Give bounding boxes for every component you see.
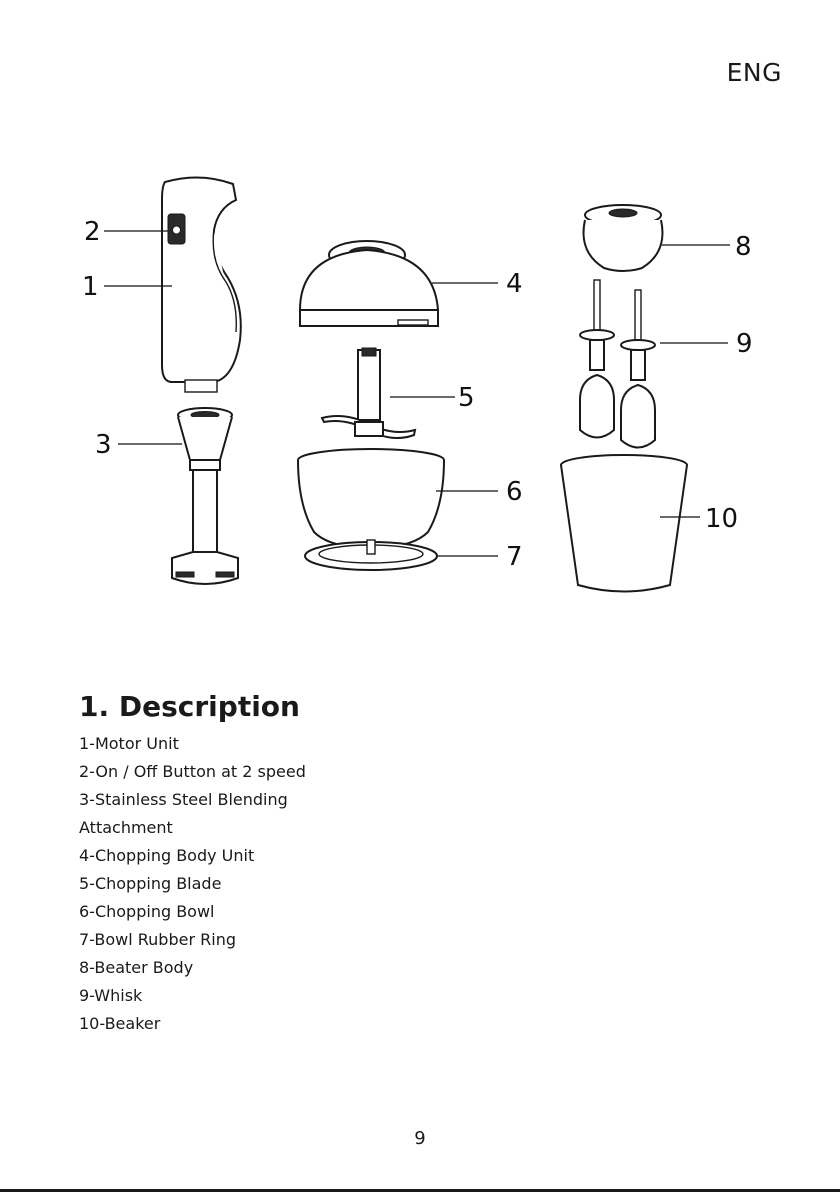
callout-6: 6 bbox=[506, 477, 523, 507]
motor-unit-illustration bbox=[162, 177, 241, 392]
page-number: 9 bbox=[0, 1128, 840, 1149]
parts-list: 1-Motor Unit 2-On / Off Button at 2 spee… bbox=[79, 730, 379, 1038]
callout-7: 7 bbox=[506, 542, 523, 572]
language-label: ENG bbox=[727, 58, 782, 87]
beater-body-illustration bbox=[584, 205, 663, 271]
callout-2: 2 bbox=[84, 217, 101, 247]
callout-3: 3 bbox=[95, 430, 112, 460]
section-title: 1. Description bbox=[79, 690, 300, 723]
parts-diagram: 2 1 3 4 5 6 7 8 9 10 bbox=[0, 160, 840, 620]
list-item: 5-Chopping Blade bbox=[79, 870, 379, 898]
callout-8: 8 bbox=[735, 232, 752, 262]
callout-5: 5 bbox=[458, 383, 475, 413]
chopping-body-illustration bbox=[300, 241, 438, 326]
list-item: 3-Stainless Steel Blending bbox=[79, 786, 379, 814]
list-item: 6-Chopping Bowl bbox=[79, 898, 379, 926]
chopping-bowl-illustration bbox=[298, 449, 444, 570]
list-item: 4-Chopping Body Unit bbox=[79, 842, 379, 870]
list-item: 1-Motor Unit bbox=[79, 730, 379, 758]
parts-diagram-svg: 2 1 3 4 5 6 7 8 9 10 bbox=[0, 160, 840, 620]
callout-10: 10 bbox=[705, 504, 738, 534]
list-item: 9-Whisk bbox=[79, 982, 379, 1010]
callout-4: 4 bbox=[506, 269, 523, 299]
list-item: Attachment bbox=[79, 814, 379, 842]
beaker-illustration bbox=[561, 455, 687, 592]
list-item: 7-Bowl Rubber Ring bbox=[79, 926, 379, 954]
list-item: 10-Beaker bbox=[79, 1010, 379, 1038]
callout-1: 1 bbox=[82, 272, 99, 302]
callout-9: 9 bbox=[736, 329, 753, 359]
list-item: 8-Beater Body bbox=[79, 954, 379, 982]
list-item: 2-On / Off Button at 2 speed bbox=[79, 758, 379, 786]
chopping-blade-illustration bbox=[322, 348, 415, 438]
blending-attachment-illustration bbox=[172, 408, 238, 584]
whisk-illustration bbox=[580, 280, 655, 448]
